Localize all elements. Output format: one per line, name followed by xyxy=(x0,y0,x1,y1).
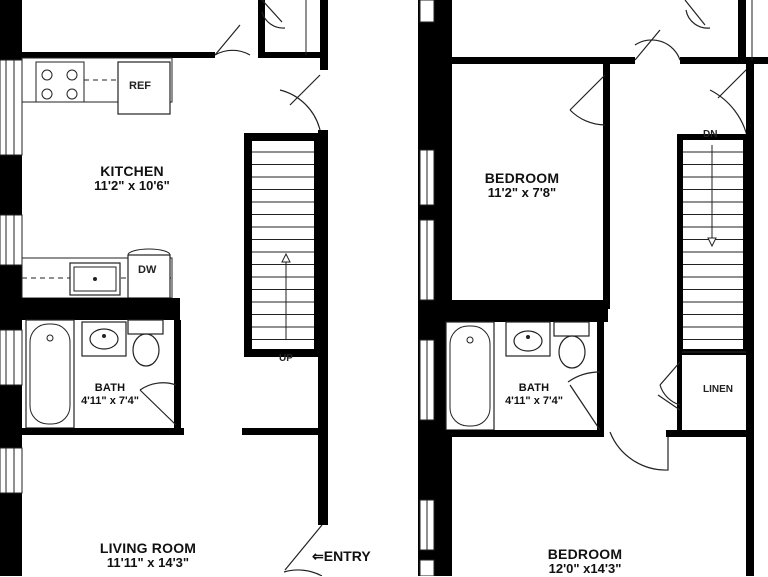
kitchen-top-wall xyxy=(22,0,328,70)
linen-label: LINEN xyxy=(703,384,733,395)
stairs-left xyxy=(244,133,322,357)
bath-right-dimensions: 4'11" x 7'4" xyxy=(505,394,563,407)
kitchen-upper-counter xyxy=(21,57,173,115)
bedroom-lower-name: BEDROOM xyxy=(547,546,623,562)
stairs-up-label: UP xyxy=(279,353,293,364)
bath-right-label: BATH 4'11" x 7'4" xyxy=(494,382,574,407)
bedroom-lower-label: BEDROOM 12'0" x14'3" xyxy=(515,546,655,577)
bath-left xyxy=(22,319,184,435)
bedroom-upper-name: BEDROOM xyxy=(484,170,560,186)
kitchen-bath-wall xyxy=(22,298,180,320)
ref-label: REF xyxy=(129,80,151,92)
kitchen-name: KITCHEN xyxy=(100,163,164,179)
bath-left-dimensions: 4'11" x 7'4" xyxy=(81,394,139,407)
kitchen-dimensions: 11'2" x 10'6" xyxy=(94,178,170,194)
bath-right xyxy=(444,318,746,471)
left-exterior-wall xyxy=(0,0,23,576)
bedroom-upper-label: BEDROOM 11'2" x 7'8" xyxy=(452,170,592,201)
stair-hall xyxy=(242,74,328,576)
bath-right-name: BATH xyxy=(518,382,550,394)
stairs-right xyxy=(677,64,754,576)
living-room-name: LIVING ROOM xyxy=(99,540,197,556)
living-room-label: LIVING ROOM 11'11" x 14'3" xyxy=(78,540,218,571)
bath-left-label: BATH 4'11" x 7'4" xyxy=(70,382,150,407)
living-room-dimensions: 11'11" x 14'3" xyxy=(106,555,190,571)
dw-label: DW xyxy=(138,264,157,276)
bedroom-lower-dimensions: 12'0" x14'3" xyxy=(548,561,622,577)
linen-closet xyxy=(657,351,746,432)
right-exterior-wall xyxy=(418,0,452,576)
stairs-dn-label: DN xyxy=(703,129,718,140)
bedroom-upper-dimensions: 11'2" x 7'8" xyxy=(487,185,557,201)
bath-left-name: BATH xyxy=(94,382,126,394)
entry-label: ⇐ENTRY xyxy=(312,548,371,565)
kitchen-lower-counter xyxy=(21,248,173,299)
entry-text: ENTRY xyxy=(323,548,371,564)
bedroom-upper-walls xyxy=(444,64,610,322)
right-top-walls xyxy=(452,0,768,64)
entry-arrow-icon: ⇐ xyxy=(312,548,324,564)
kitchen-label: KITCHEN 11'2" x 10'6" xyxy=(62,163,202,194)
